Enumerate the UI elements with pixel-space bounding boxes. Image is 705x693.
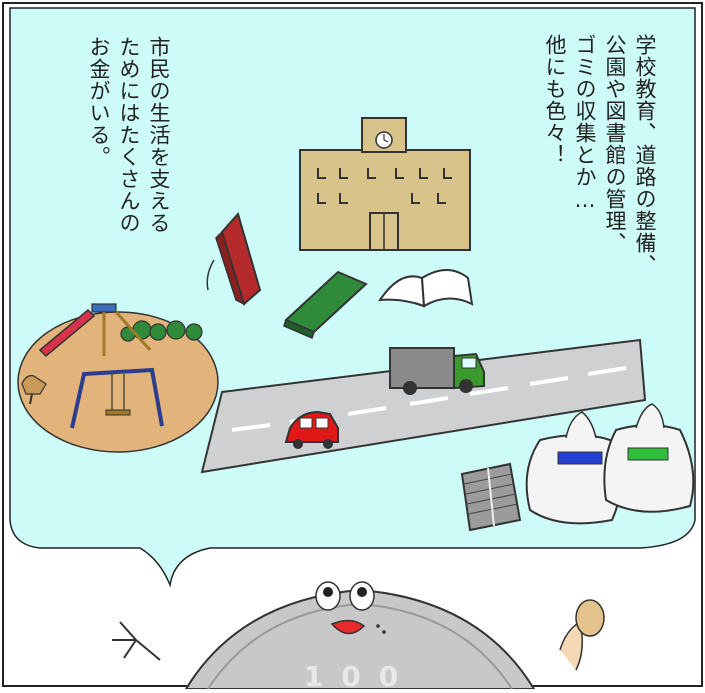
newspaper-stack-icon bbox=[460, 462, 522, 532]
red-book-icon bbox=[206, 211, 262, 306]
park-icon bbox=[17, 303, 219, 453]
truck-icon bbox=[389, 347, 485, 395]
open-book-icon bbox=[378, 269, 474, 308]
coin-label: 100 bbox=[303, 660, 417, 693]
car-icon bbox=[284, 410, 339, 449]
green-book-icon bbox=[283, 270, 368, 340]
garbage-bag-blue-icon bbox=[525, 411, 622, 525]
caption-left: 市民の生活を支える ためにはたくさんの お金がいる。 bbox=[87, 36, 171, 234]
caption-right: 学校教育、道路の整備、 公園や図書館の管理、 ゴミの収集とか… 他にも色々！ bbox=[543, 34, 657, 276]
school-building-icon bbox=[299, 117, 471, 251]
coin-character-icon bbox=[112, 581, 605, 689]
garbage-bag-green-icon bbox=[603, 403, 695, 513]
